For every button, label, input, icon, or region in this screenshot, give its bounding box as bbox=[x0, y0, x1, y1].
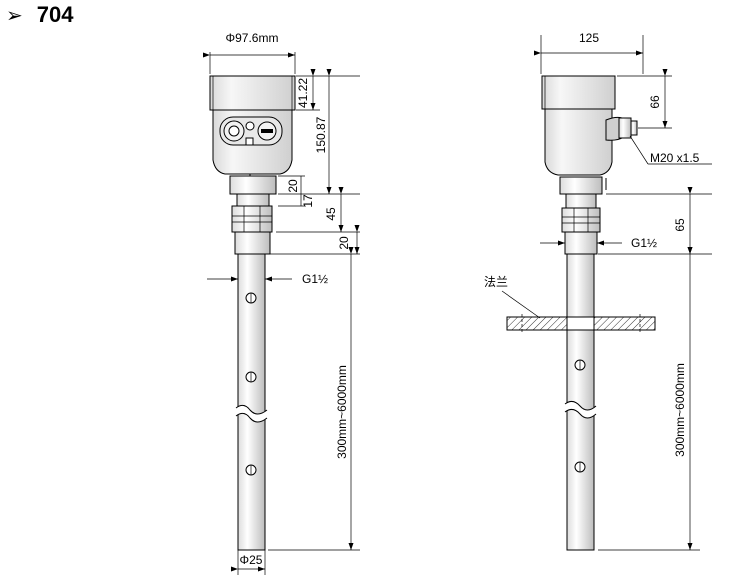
right-housing-cap bbox=[541, 75, 616, 110]
left-thread-label: G1½ bbox=[302, 272, 328, 286]
right-housing-body bbox=[544, 108, 613, 176]
model-number: 704 bbox=[36, 2, 74, 27]
neck-20-label: 20 bbox=[286, 179, 300, 193]
housing-diameter-label: Φ97.6mm bbox=[226, 31, 279, 45]
right-neck-height-label: 65 bbox=[673, 218, 687, 232]
flange-label: 法兰 bbox=[484, 275, 508, 289]
left-thread bbox=[234, 231, 271, 255]
right-cap-height-label: 66 bbox=[648, 95, 662, 109]
page-title: ➢ 704 bbox=[6, 2, 73, 28]
thread-length-label: 20 bbox=[337, 236, 351, 250]
cable-gland-label: M20 x1.5 bbox=[650, 151, 700, 165]
right-neck bbox=[559, 176, 603, 195]
rod-diameter-label: Φ25 bbox=[240, 553, 263, 567]
left-housing-cap bbox=[209, 75, 296, 111]
left-hex-nut bbox=[231, 205, 273, 233]
neck-total-label: 45 bbox=[324, 207, 338, 221]
adjust-screw-icon bbox=[245, 121, 255, 131]
left-rod-length-label: 300mm~6000mm bbox=[335, 365, 349, 459]
housing-height-label: 150.87 bbox=[314, 116, 328, 153]
left-neck bbox=[229, 175, 277, 195]
bullet-arrow-icon: ➢ bbox=[6, 3, 23, 27]
indicator-square-icon bbox=[245, 137, 254, 146]
neck-17-label: 17 bbox=[301, 194, 315, 208]
cap-height-label: 41.22 bbox=[296, 78, 310, 108]
right-view: 125 66 M20 x1.5 65 G1½ 法兰 300mm~6000mm bbox=[484, 31, 712, 551]
right-thread bbox=[564, 231, 598, 255]
right-rod-length-label: 300mm~6000mm bbox=[673, 363, 687, 457]
right-hex-nut bbox=[561, 207, 601, 233]
left-view: Φ97.6mm 41.22 150.87 20 17 45 20 300mm~6… bbox=[203, 31, 360, 575]
housing-width-label: 125 bbox=[579, 31, 599, 45]
right-thread-label: G1½ bbox=[631, 236, 657, 250]
